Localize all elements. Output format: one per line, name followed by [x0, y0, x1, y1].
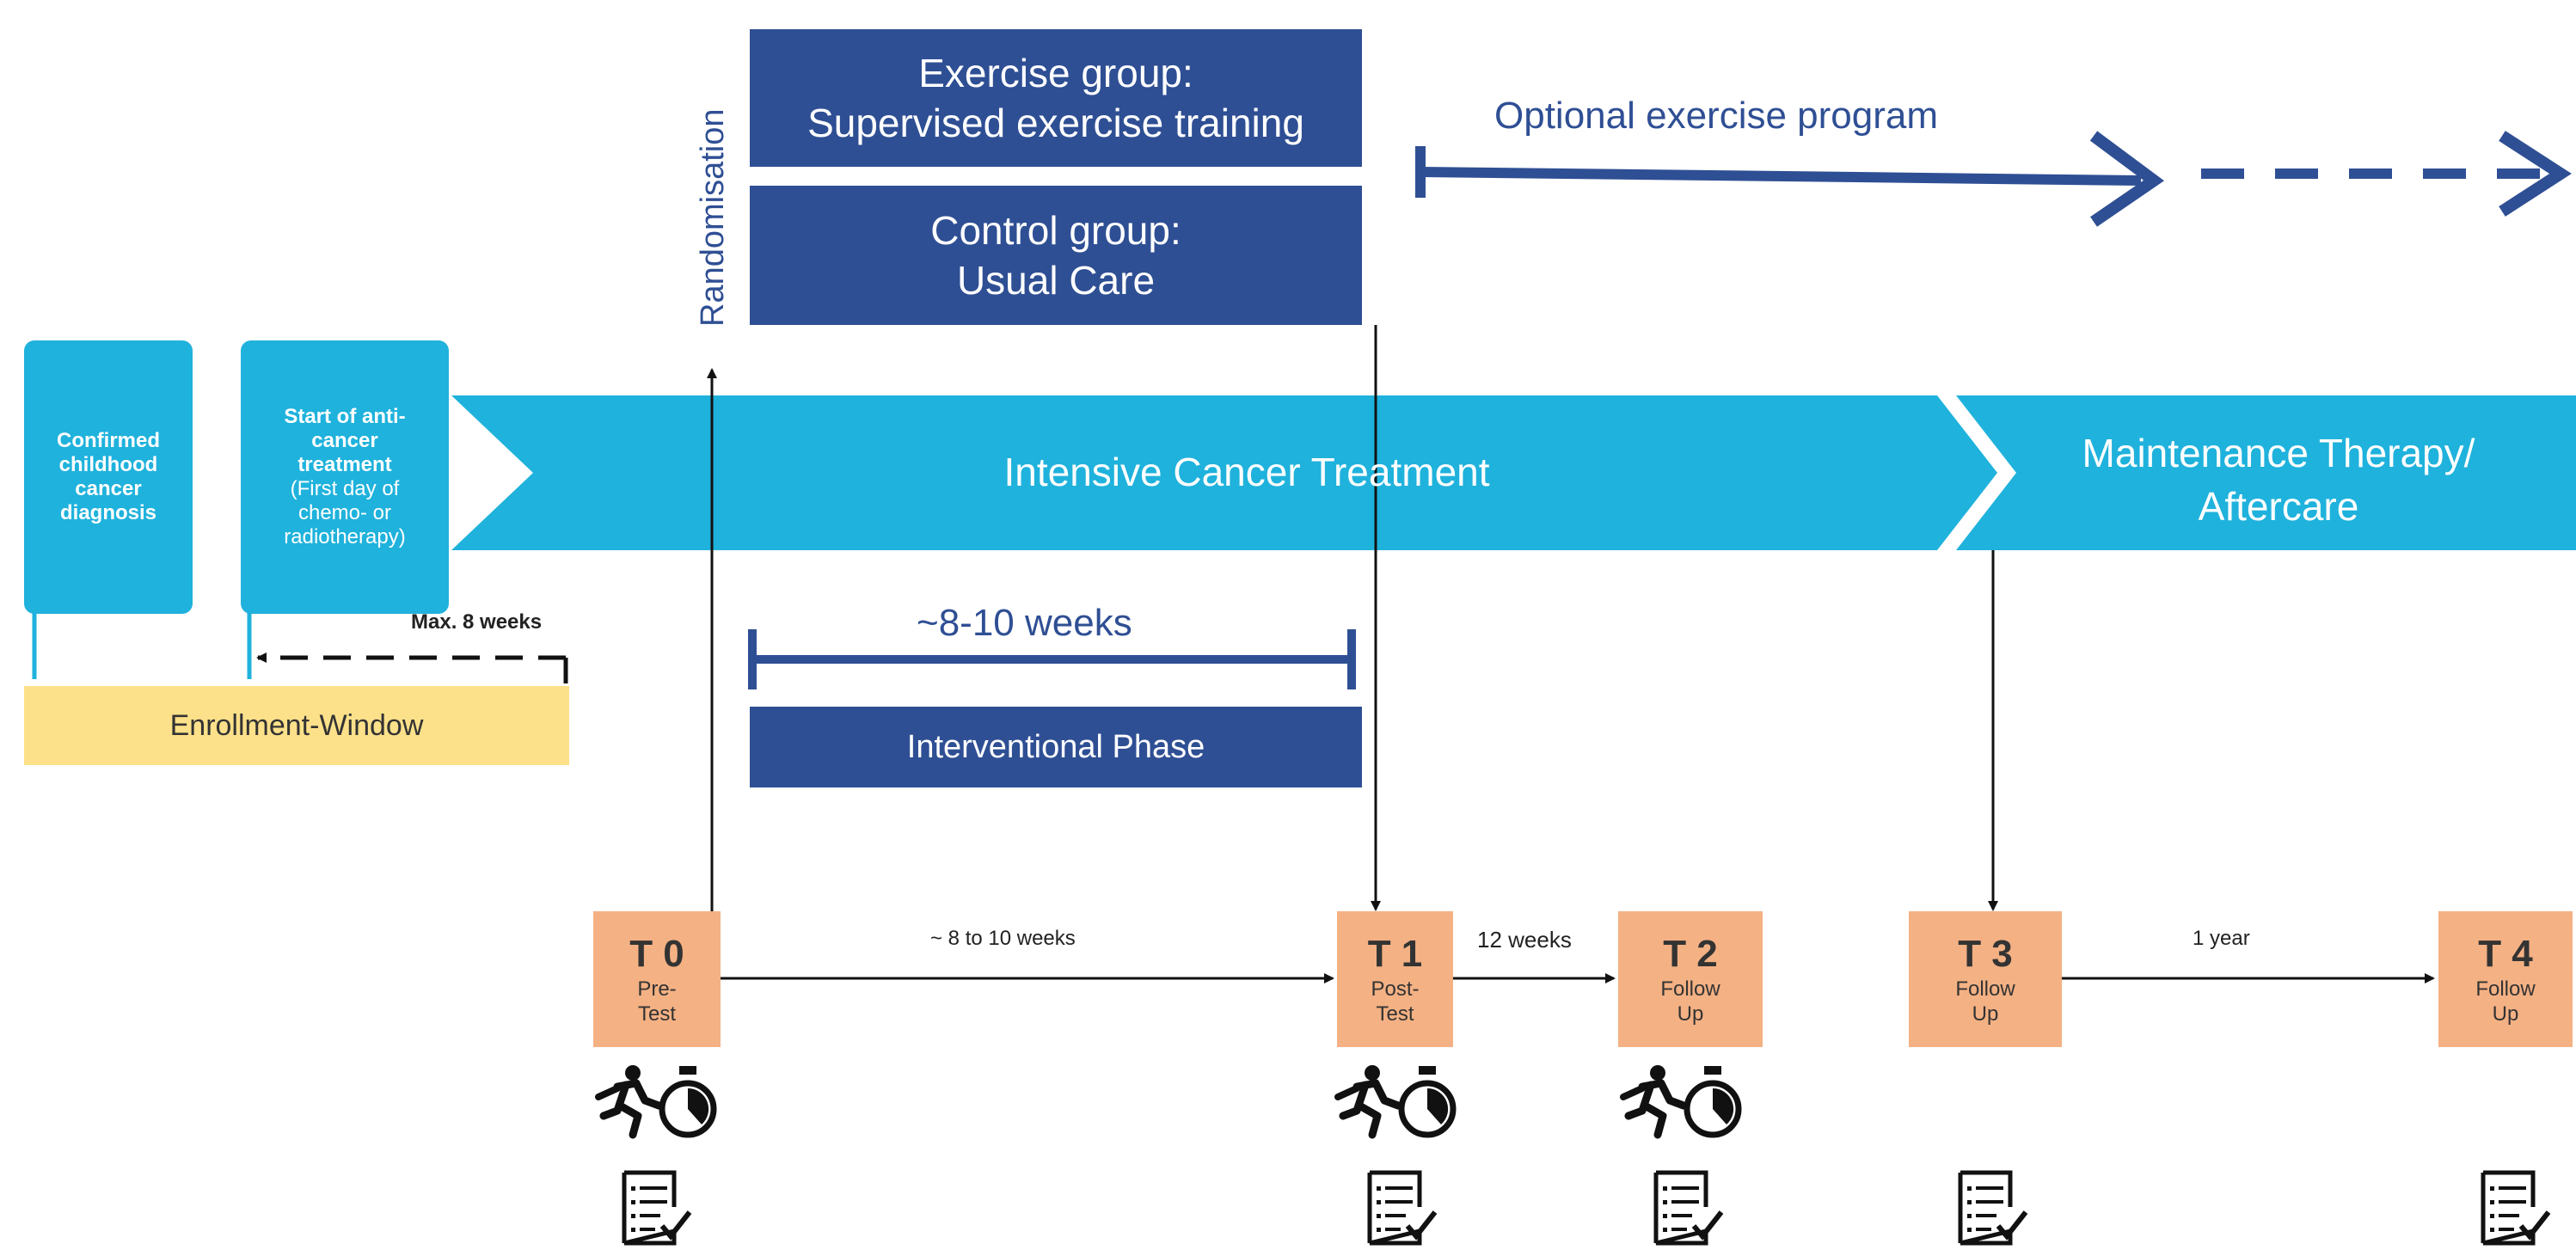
- diagnosis-box: Confirmed childhood cancer diagnosis: [24, 340, 193, 614]
- fitness-test-icon-t0: [595, 1065, 717, 1139]
- timepoint-label: Test: [637, 1002, 676, 1026]
- running-person-icon: [1334, 1065, 1402, 1139]
- timepoint-code: T 0: [629, 933, 684, 975]
- randomisation-label: Randomisation: [695, 108, 731, 327]
- treatment-start-note: chemo- or: [297, 501, 392, 524]
- timepoint-label: Follow: [1660, 977, 1720, 1001]
- maintenance-line: Aftercare: [2198, 484, 2359, 529]
- questionnaire-icon: [1653, 1170, 1724, 1246]
- maintenance-line: Maintenance Therapy/: [2082, 431, 2475, 475]
- timepoint-t3: T 3 Follow Up: [1909, 911, 2062, 1047]
- exercise-group-box: Exercise group: Supervised exercise trai…: [750, 29, 1362, 167]
- enrollment-connectors: [32, 602, 568, 683]
- intensive-treatment-label: Intensive Cancer Treatment: [1003, 450, 1490, 494]
- timepoint-code: T 2: [1663, 933, 1718, 975]
- interval-t0-t1: ~ 8 to 10 weeks: [930, 927, 1076, 950]
- interventional-phase-box: Interventional Phase: [750, 707, 1362, 787]
- questionnaire-icon: [1367, 1170, 1438, 1246]
- maintenance-label: Maintenance Therapy/ Aftercare: [2012, 426, 2545, 533]
- control-group-title: Control group:: [930, 208, 1181, 253]
- timepoint-label: Post-: [1371, 977, 1420, 1001]
- questionnaire-icon: [2481, 1170, 2551, 1246]
- timepoint-label: Up: [1972, 1002, 1999, 1026]
- timepoint-t4: T 4 Follow Up: [2438, 911, 2573, 1047]
- treatment-banner: [451, 395, 2576, 550]
- timepoint-t2: T 2 Follow Up: [1618, 911, 1763, 1047]
- exercise-group-title: Exercise group:: [918, 51, 1193, 95]
- treatment-start-line: cancer: [311, 429, 378, 452]
- diagnosis-line: childhood: [58, 453, 158, 476]
- timepoint-label: Follow: [2475, 977, 2536, 1001]
- treatment-start-line: treatment: [297, 453, 392, 476]
- stopwatch-icon: [659, 1066, 717, 1138]
- duration-bracket: [748, 629, 1356, 689]
- timepoint-code: T 4: [2478, 933, 2533, 975]
- timepoint-label: Pre-: [637, 977, 677, 1001]
- treatment-start-line: Start of anti-: [284, 405, 406, 428]
- control-group-box: Control group: Usual Care: [750, 186, 1362, 325]
- fitness-test-icon-t1: [1334, 1065, 1457, 1139]
- diagnosis-line: cancer: [75, 477, 142, 500]
- diagnosis-line: Confirmed: [57, 429, 160, 452]
- timepoint-label: Up: [1677, 1002, 1704, 1026]
- running-person-icon: [1620, 1065, 1688, 1139]
- questionnaire-icon: [622, 1170, 692, 1246]
- treatment-start-note: radiotherapy): [284, 525, 406, 548]
- optional-program-arrow: [1415, 131, 2572, 227]
- max-weeks-label: Max. 8 weeks: [411, 610, 543, 634]
- optional-program-label: Optional exercise program: [1494, 95, 1939, 137]
- interval-t1-t2: 12 weeks: [1477, 927, 1572, 953]
- timepoint-code: T 3: [1958, 933, 2013, 975]
- exercise-group-desc: Supervised exercise training: [807, 101, 1304, 145]
- duration-label: ~8-10 weeks: [917, 602, 1132, 644]
- treatment-start-box: Start of anti- cancer treatment (First d…: [241, 340, 449, 614]
- questionnaire-icon: [1958, 1170, 2028, 1246]
- control-group-desc: Usual Care: [956, 258, 1156, 303]
- timepoint-label: Up: [2492, 1002, 2519, 1026]
- timepoint-label: Test: [1376, 1002, 1414, 1026]
- interval-t3-t4: 1 year: [2193, 927, 2250, 950]
- running-person-icon: [595, 1065, 663, 1139]
- stopwatch-icon: [1398, 1066, 1457, 1138]
- stopwatch-icon: [1684, 1066, 1742, 1138]
- timepoint-t0: T 0 Pre- Test: [593, 911, 721, 1047]
- treatment-start-note: (First day of: [290, 477, 400, 500]
- timepoint-t1: T 1 Post- Test: [1337, 911, 1453, 1047]
- fitness-test-icon-t2: [1620, 1065, 1742, 1139]
- timepoint-label: Follow: [1955, 977, 2015, 1001]
- enrollment-window: Enrollment-Window: [24, 686, 569, 765]
- diagnosis-line: diagnosis: [59, 501, 157, 524]
- timepoint-code: T 1: [1367, 933, 1423, 975]
